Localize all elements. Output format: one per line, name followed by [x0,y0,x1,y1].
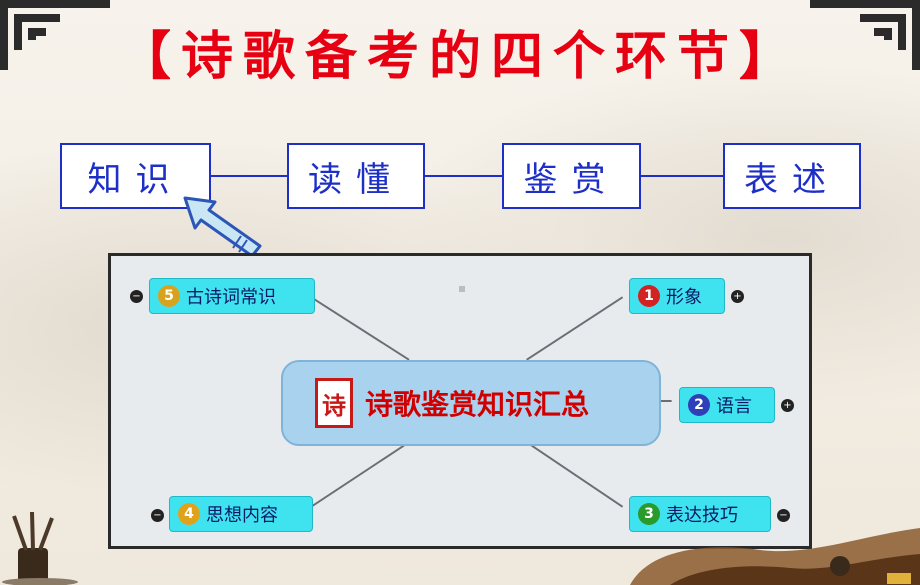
node-label: 语言 [716,396,752,417]
number-1-icon: 1 [638,285,660,307]
node-label: 表达技巧 [666,505,738,526]
mindmap-panel: 诗 诗歌鉴赏知识汇总 − 5 古诗词常识 1 形象 + 2 语言 + − 4 思… [108,253,812,549]
center-topic[interactable]: 诗 诗歌鉴赏知识汇总 [281,360,661,446]
step-express: 表述 [723,143,861,209]
node-label: 古诗词常识 [186,287,276,308]
number-3-icon: 3 [638,503,660,525]
node-label: 形象 [666,287,702,308]
pointer-arrow-icon [183,196,262,258]
seal-icon: 诗 [315,378,353,428]
corner-decoration-right [810,0,920,70]
step-understand: 读懂 [287,143,425,209]
page-title: 【诗歌备考的四个环节】 [118,27,801,87]
expand-toggle[interactable]: + [781,399,794,412]
number-5-icon: 5 [158,285,180,307]
collapse-toggle[interactable]: − [777,509,790,522]
collapse-toggle[interactable]: − [130,290,143,303]
expand-toggle[interactable]: + [731,290,744,303]
node-ancient-poetry-knowledge[interactable]: 5 古诗词常识 [149,278,315,314]
step-connector [640,175,724,177]
number-2-icon: 2 [688,394,710,416]
brush-holder-decoration [2,511,78,585]
node-language[interactable]: 2 语言 [679,387,775,423]
center-topic-label: 诗歌鉴赏知识汇总 [365,388,590,421]
node-label: 思想内容 [206,505,278,526]
step-connector [210,175,288,177]
collapse-toggle[interactable]: − [151,509,164,522]
mindmap-branches [310,296,672,508]
marker-dot [459,286,465,292]
step-appreciate: 鉴赏 [502,143,641,209]
number-4-icon: 4 [178,503,200,525]
step-connector [424,175,502,177]
node-thought-content[interactable]: 4 思想内容 [169,496,313,532]
corner-decoration-left [0,0,110,70]
node-image[interactable]: 1 形象 [629,278,725,314]
node-expression-techniques[interactable]: 3 表达技巧 [629,496,771,532]
scroll-decoration [630,528,920,585]
